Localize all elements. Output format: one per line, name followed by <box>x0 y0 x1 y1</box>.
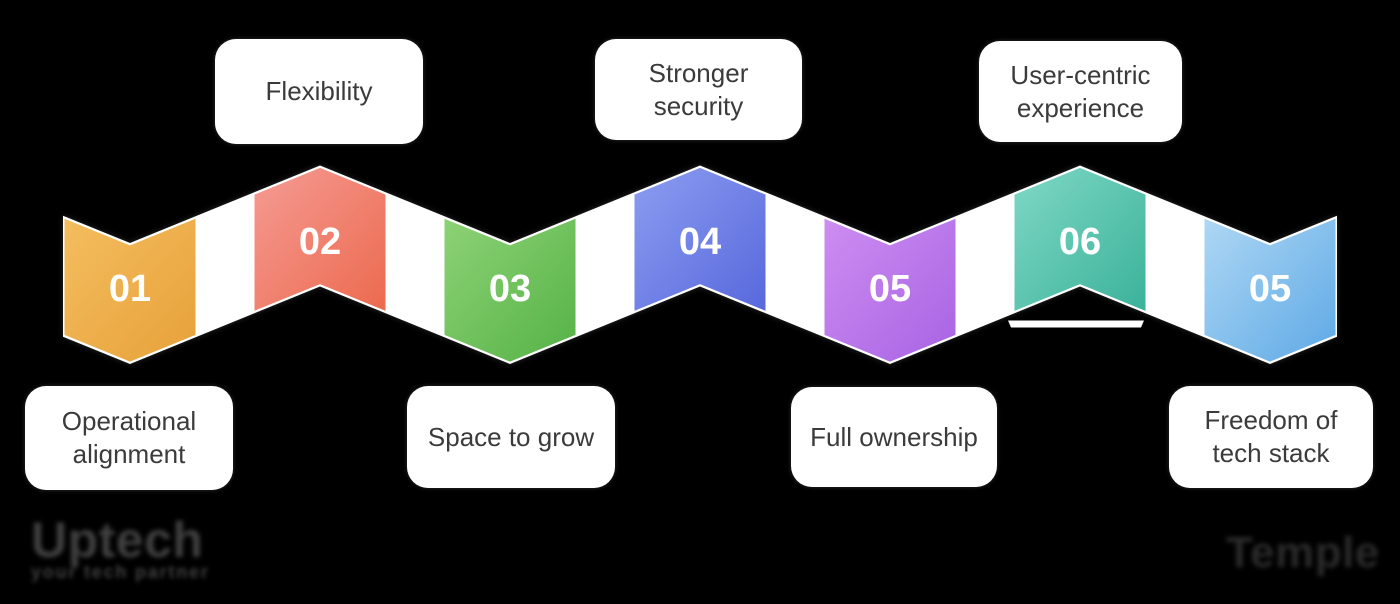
svg-text:01: 01 <box>109 268 151 310</box>
svg-text:02: 02 <box>299 221 341 263</box>
svg-text:05: 05 <box>869 268 911 310</box>
svg-text:05: 05 <box>1249 268 1291 310</box>
svg-text:06: 06 <box>1059 221 1101 263</box>
svg-text:03: 03 <box>489 268 531 310</box>
svg-text:04: 04 <box>679 221 721 263</box>
